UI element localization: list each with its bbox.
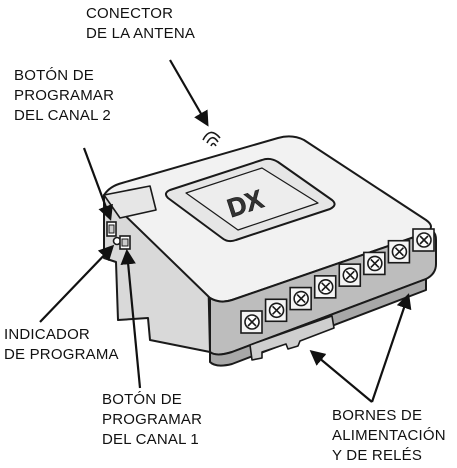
label-line: DE LA ANTENA	[86, 25, 196, 42]
label-line: INDICADOR	[4, 326, 90, 343]
screw-terminal	[387, 239, 411, 264]
arrow-indicator	[39, 244, 115, 323]
left-end-rib	[103, 185, 157, 219]
label-antenna-connector: CONECTOR DE LA ANTENA	[86, 4, 195, 44]
arrow-ch2	[82, 147, 113, 221]
arrow-terminals-left	[309, 350, 373, 403]
label-line: Y DE RELÉS	[332, 447, 423, 464]
label-program-button-ch1: BOTÓN DE PROGRAMAR DEL CANAL 1	[102, 390, 202, 450]
screw-terminal	[240, 310, 263, 334]
label-terminals: BORNES DE ALIMENTACIÓN Y DE RELÉS	[332, 406, 446, 466]
antenna-connector	[202, 131, 221, 147]
arrow-terminals-right	[370, 293, 412, 403]
receiver-unit	[103, 135, 437, 367]
screw-terminal	[313, 275, 337, 299]
arrow-ch1	[120, 248, 142, 389]
screw-terminal	[338, 263, 362, 287]
screw-terminal	[264, 298, 288, 323]
label-line: CONECTOR	[86, 5, 174, 22]
arrow-antenna	[169, 59, 209, 127]
callout-arrows	[39, 59, 412, 403]
label-line: DEL CANAL 1	[102, 431, 199, 448]
label-line: BORNES DE	[332, 407, 423, 424]
label-line: PROGRAMAR	[14, 87, 115, 104]
label-line: PROGRAMAR	[102, 411, 203, 428]
left-controls	[106, 221, 131, 250]
terminal-block	[240, 228, 435, 334]
screw-terminal	[289, 286, 312, 311]
label-line: BOTÓN DE	[102, 391, 182, 408]
label-program-button-ch2: BOTÓN DE PROGRAMAR DEL CANAL 2	[14, 66, 114, 126]
logo-panel-inner	[185, 167, 319, 231]
label-line: BOTÓN DE	[14, 67, 94, 84]
screw-terminal	[363, 251, 386, 276]
screw-terminal	[412, 228, 435, 252]
label-line: DEL CANAL 2	[14, 107, 111, 124]
label-program-indicator: INDICADOR DE PROGRAMA	[4, 325, 119, 365]
label-line: DE PROGRAMA	[4, 346, 119, 363]
terminal-strip-tab	[249, 315, 335, 361]
label-line: ALIMENTACIÓN	[332, 427, 446, 444]
